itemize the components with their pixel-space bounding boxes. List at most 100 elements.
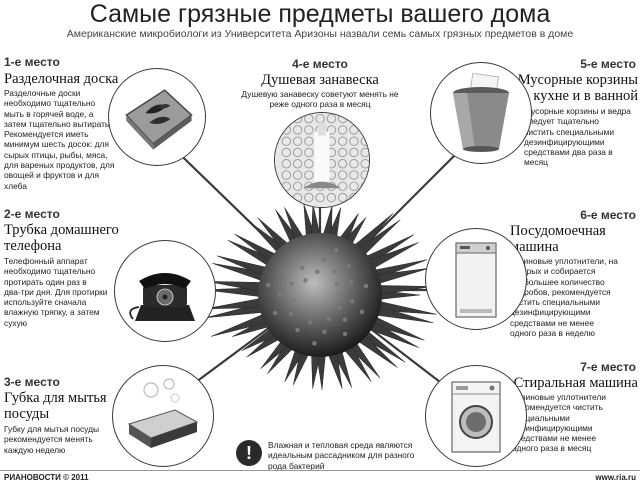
note-line: рода бактерий	[268, 460, 325, 471]
bacterium-texture	[266, 282, 271, 288]
place-label-2: 2-е место	[4, 207, 60, 221]
item-title-line: телефона	[4, 238, 62, 254]
bacterium-texture	[307, 320, 313, 325]
desc-line: Мусорные корзины и ведра	[524, 106, 631, 116]
desc-line: мыть в горячей воде, а	[4, 108, 94, 119]
bacterium-texture	[342, 331, 348, 337]
desc-line: Душевую занавеску советуют менять не	[241, 89, 399, 99]
desc-line: наибольшее количество	[510, 276, 605, 287]
bacterium-texture	[289, 281, 294, 286]
curtain-pattern	[349, 181, 359, 192]
bacterium-texture	[363, 284, 369, 289]
shower-curtain-icon	[274, 112, 370, 208]
curtain-pattern	[292, 181, 303, 192]
bacterium-texture	[334, 281, 340, 287]
curtain-pattern	[292, 170, 303, 180]
desc-line: чистить специальными	[524, 126, 615, 137]
bacterium-texture	[303, 251, 308, 257]
curtain-pattern	[349, 125, 359, 135]
curtain-pattern	[281, 136, 291, 146]
item-title-6: Посудомоечная машина	[510, 223, 638, 255]
bacterium-texture	[315, 269, 320, 274]
item-title-line: Душевая занавеска	[261, 72, 379, 88]
curtain-pattern	[281, 159, 291, 169]
bacterium-texture	[282, 269, 287, 274]
page-title: Самые грязные предметы вашего дома	[89, 0, 551, 28]
item-desc-6: Резиновые уплотнители, на которых и соби…	[510, 256, 638, 338]
desc-line: средствами не менее	[510, 317, 594, 328]
bacterium-texture	[321, 257, 327, 263]
desc-line: одного раза в месяц	[512, 443, 592, 454]
item-title-line: Мусорные корзины	[517, 72, 638, 88]
desc-line: каждую неделю	[4, 444, 66, 455]
page-subtitle: Американские микробиологи из Университет…	[66, 28, 574, 40]
desc-line: рекомендуется менять	[4, 434, 93, 445]
desc-line: Рекомендуется иметь	[4, 129, 89, 140]
curtain-pattern	[349, 159, 359, 169]
curtain-pattern	[292, 147, 303, 158]
desc-line: используйте сначала	[4, 297, 87, 308]
desc-line: сухую	[4, 317, 28, 328]
desc-line: микробов, рекомендуется	[510, 286, 611, 297]
bacterium-texture	[322, 329, 327, 334]
curtain-pattern	[337, 159, 348, 169]
curtain-pattern	[326, 125, 337, 135]
bacterium-texture	[350, 299, 355, 304]
desc-line: необходимо тщательно	[4, 266, 96, 277]
desc-line: следует тщательно	[524, 116, 599, 127]
item-title-line: посуды	[4, 406, 50, 422]
curtain-pattern	[304, 125, 314, 135]
bacterium-texture	[273, 310, 278, 316]
desc-line: одного раза в неделю	[510, 328, 595, 339]
bacterium-illustration	[204, 204, 437, 390]
place-label-7: 7-е место	[580, 360, 636, 374]
item-title-3: Губка для мытья посуды	[4, 390, 107, 422]
curtain-pattern	[304, 113, 314, 124]
desc-line: хлеба	[4, 180, 27, 191]
desc-line: специальными	[512, 412, 570, 423]
desc-line: чистить специальными	[510, 297, 601, 308]
desc-line: дезинфицирующими	[512, 422, 593, 433]
trash-bin-icon	[430, 62, 532, 164]
curtain-pattern	[337, 136, 348, 146]
bacterium-texture	[288, 311, 294, 317]
desc-line: рекомендуется чистить	[512, 402, 603, 413]
item-title-5: Мусорные корзины на кухне и в ванной	[510, 72, 638, 104]
item-title-line: на кухне и в ванной	[515, 88, 638, 104]
curtain-pattern	[337, 192, 348, 203]
curtain-pattern	[326, 113, 337, 124]
desc-line: затем тщательно вытирать.	[4, 118, 112, 129]
place-label-1: 1-е место	[4, 55, 60, 69]
exclamation-icon: !	[236, 440, 262, 466]
curtain-pattern	[304, 147, 314, 158]
desc-line: средствами не менее	[512, 433, 596, 444]
curtain-pattern	[315, 192, 325, 203]
bacterium-texture	[359, 309, 365, 314]
item-title-4: Душевая занавеска	[220, 72, 420, 88]
desc-line: протирать один раз в	[4, 276, 87, 287]
item-title-line: Посудомоечная	[510, 223, 606, 239]
desc-line: сырых птицы, рыбы, мяса,	[4, 149, 108, 160]
curtain-pattern	[337, 125, 348, 135]
desc-line: минимум шесть досок: для	[4, 139, 109, 150]
bacterium-texture	[337, 305, 342, 310]
item-desc-1: Разделочные доски необходимо тщательно м…	[4, 88, 116, 191]
curtain-pattern	[360, 147, 369, 158]
desc-line: дезинфицирующими	[524, 136, 605, 147]
item-title-line: Губка для мытья	[4, 390, 107, 406]
curtain-pattern	[292, 136, 303, 146]
footer-divider	[0, 470, 640, 471]
bacterium-texture	[312, 341, 317, 346]
item-title-1: Разделочная доска	[4, 71, 118, 87]
bacterium-texture	[348, 280, 354, 285]
desc-line: Губку для мытья посуды	[4, 424, 99, 434]
curtain-pattern	[349, 147, 359, 158]
cutting-board-icon	[108, 68, 206, 166]
curtain-pattern	[292, 125, 303, 135]
dishwasher-icon	[425, 228, 527, 330]
item-title-line: Стиральная машина	[513, 375, 638, 391]
place-label-3: 3-е место	[4, 375, 60, 389]
footer-link[interactable]: www.ria.ru	[595, 473, 636, 482]
bacterium-texture	[346, 264, 351, 269]
bacterium-texture	[303, 278, 308, 283]
